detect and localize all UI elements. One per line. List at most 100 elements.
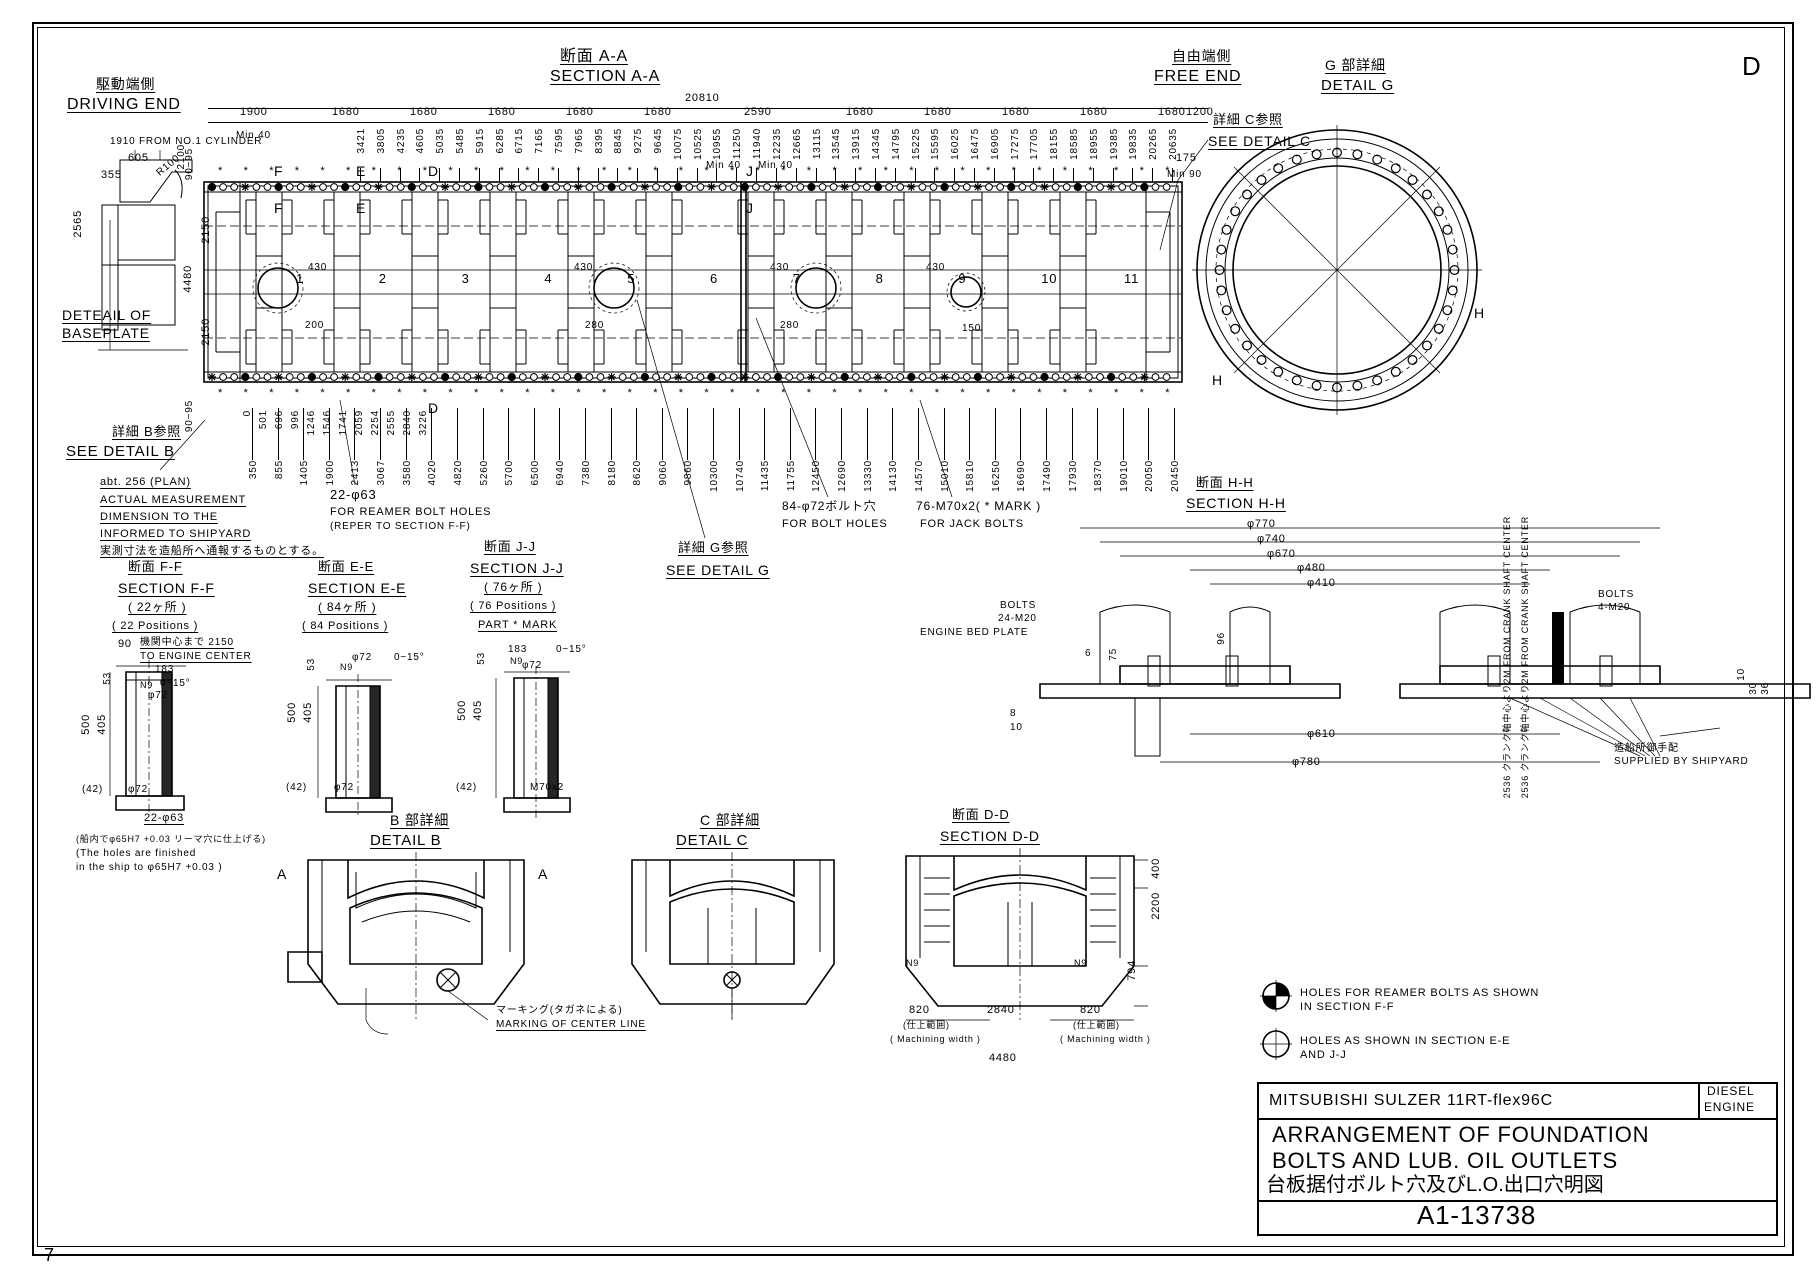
ff-dim-183: 183 (155, 664, 175, 675)
top-ordinate-tick-14 (637, 168, 639, 182)
engine-type-line2: ENGINE (1704, 1100, 1755, 1114)
detail-g-bolt-hole (1372, 375, 1383, 386)
section-jj-heading-en: SECTION J-J (470, 560, 564, 576)
top-ordinate-tick-35 (1053, 168, 1055, 182)
bolt-hole (618, 183, 627, 191)
bolt-hole (396, 183, 405, 191)
bolt-hole (596, 373, 605, 381)
jack-bolt-asterisk: * (1037, 387, 1042, 399)
bolt-hole (896, 183, 905, 191)
bolt-hole (452, 373, 461, 381)
jack-bolt-asterisk: * (525, 165, 530, 177)
section-mark-d-top: D (428, 163, 439, 179)
detail-g-bolt-hole (1352, 149, 1363, 160)
bolt-hole (1062, 183, 1071, 191)
top-ordinate-tick-29 (934, 168, 936, 182)
jack-bolt-asterisk: * (218, 165, 223, 177)
detail-c-drawing (631, 852, 835, 1020)
bolt-hole (363, 183, 372, 191)
engine-type-cell: DIESEL ENGINE (1698, 1084, 1776, 1118)
top-ordinate-tick-15 (657, 168, 659, 182)
top-ordinate-tick-17 (696, 168, 698, 182)
top-ordinate-tick-27 (894, 168, 896, 182)
min40-label-c: Min 40 (758, 160, 793, 171)
top-ordinate-tick-23 (815, 168, 817, 182)
jack-bolt-asterisk: * (884, 165, 889, 177)
bolt-hole (1062, 373, 1071, 381)
reamer-bolt-hole (940, 182, 949, 192)
bolt-hole (419, 373, 427, 381)
jack-bolt-asterisk: * (807, 165, 812, 177)
jj-n9-mark: N9 (510, 656, 524, 666)
jj-dim-183: 183 (508, 644, 528, 655)
detail-g-bolt-hole (1422, 189, 1433, 200)
reamer-bolt-hole (707, 372, 716, 382)
jack-qty-label: 76-M70x2( * MARK ) (916, 499, 1042, 513)
jack-bolt-asterisk: * (1037, 165, 1042, 177)
ee-dim-phi72-bot: φ72 (334, 782, 355, 793)
inner-dim-200: 200 (305, 320, 325, 331)
detail-c-callout-en: SEE DETAIL C (1208, 133, 1311, 149)
ee-n9-mark: N9 (340, 662, 354, 672)
section-mark-f-top: F (274, 163, 284, 179)
pitch-dim-10: 1680 (1080, 106, 1108, 118)
cylinder-number-8: 8 (875, 271, 884, 286)
bolt-hole (829, 373, 838, 381)
jack-bolt-mark (441, 183, 450, 191)
ee-dim-53: 53 (306, 658, 317, 671)
bottom-ordinate-tick-4 (354, 408, 356, 460)
jack-bolt-asterisk: * (704, 387, 709, 399)
bedplate-plan-drawing (203, 181, 1183, 383)
section-jj-qty-jp: ( 76ヶ所 ) (484, 580, 543, 594)
top-ordinate-tick-2 (399, 168, 401, 182)
detail-g-bolt-hole (1407, 355, 1418, 366)
bolt-hole (729, 373, 738, 381)
jack-bolt-asterisk: * (986, 165, 991, 177)
detail-g-bolt-hole (1449, 265, 1460, 276)
section-ff-drawing (109, 660, 186, 816)
detail-g-bolt-hole (1216, 244, 1227, 255)
top-ordinate-tick-38 (1112, 168, 1114, 182)
top-ordinate-tick-5 (459, 168, 461, 182)
bolt-hole (1029, 183, 1038, 191)
top-ordinate-tick-3 (419, 168, 421, 182)
jack-bolt-asterisk: * (295, 387, 300, 399)
section-mark-f-bot: F (274, 200, 284, 216)
detail-b-marking-jp: マーキング(タガネによる) (496, 1005, 623, 1016)
reamer-bolt-hole (873, 182, 883, 192)
bolt-hole (1096, 183, 1104, 191)
detail-g-bolt-hole (1390, 366, 1401, 377)
cylinder-number-11: 11 (1124, 271, 1140, 286)
bolt-hole (996, 373, 1004, 381)
bolt-hole (363, 373, 372, 381)
detail-g-bolt-hole (1230, 323, 1241, 334)
jack-bolt-mark (341, 373, 350, 381)
bottom-ordinate-tick-35 (1148, 408, 1150, 460)
overall-dim-line (208, 108, 1208, 109)
pitch-dim-9: 1680 (1002, 106, 1030, 118)
hh-dim-36: 36 (1760, 682, 1771, 695)
jack-bolt-asterisk: * (1114, 387, 1119, 399)
jack-bolt-mark (1107, 183, 1116, 191)
legend-item2-line2: AND J-J (1300, 1049, 1347, 1061)
bolt-hole (851, 373, 860, 381)
bolt-hole (796, 183, 805, 191)
jack-bolt-mark (940, 373, 949, 381)
detail-g-bolt-hole (1311, 380, 1322, 391)
bottom-ordinate-tick-13 (584, 408, 586, 460)
section-jj-heading-jp: 断面 J-J (484, 539, 536, 554)
bolt-hole (330, 373, 339, 381)
bolt-hole (763, 183, 771, 191)
detail-g-bolt-hole (1214, 265, 1225, 276)
driving-dim-605: 605 (128, 152, 149, 164)
top-ordinate-tick-24 (835, 168, 837, 182)
free-end-label-jp: 自由端側 (1172, 48, 1232, 64)
bolt-hole (485, 183, 494, 191)
bolt-hole (252, 183, 261, 191)
bottom-ordinate-tick-34 (1122, 408, 1124, 460)
jack-bolt-asterisk: * (218, 387, 223, 399)
pitch-dim-6: 2590 (744, 106, 772, 118)
jack-bolt-asterisk: * (244, 165, 249, 177)
dd-dim-820-left: 820 (909, 1004, 930, 1016)
